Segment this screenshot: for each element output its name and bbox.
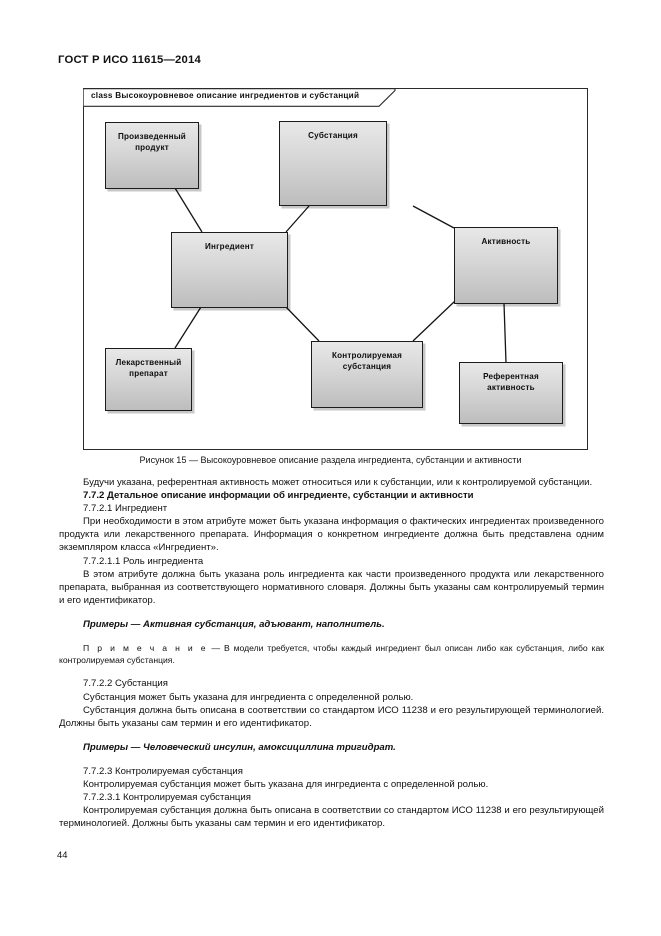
- note-ingredient-model: П р и м е ч а н и е — В модели требуется…: [59, 642, 604, 666]
- node-reference-activity-label: Референтная активность: [483, 372, 539, 392]
- heading-7-7-2-2: 7.7.2.2 Субстанция: [83, 678, 168, 690]
- node-reference-activity[interactable]: Референтная активность: [459, 362, 563, 424]
- page-number: 44: [57, 849, 68, 860]
- heading-7-7-2-3-1: 7.7.2.3.1 Контролируемая субстанция: [83, 792, 251, 804]
- node-substance-label: Субстанция: [308, 131, 358, 140]
- node-substance[interactable]: Субстанция: [279, 121, 387, 206]
- node-ingredient-label: Ингредиент: [205, 242, 254, 251]
- node-controlled-substance-label: Контролируемая субстанция: [331, 351, 403, 371]
- document-header-standard-id: ГОСТ Р ИСО 11615—2014: [58, 54, 201, 66]
- node-activity-label: Активность: [481, 237, 531, 246]
- node-manufactured-product[interactable]: Произведенный продукт: [105, 122, 199, 189]
- heading-7-7-2: 7.7.2 Детальное описание информации об и…: [83, 490, 474, 502]
- body-text: Будучи указана, референтная активность м…: [59, 476, 604, 830]
- figure-caption: Рисунок 15 — Высокоуровневое описание ра…: [139, 455, 522, 465]
- heading-7-7-2-1: 7.7.2.1 Ингредиент: [83, 503, 168, 515]
- figure-frame-tab: class Высокоуровневое описание ингредиен…: [83, 88, 396, 107]
- paragraph-reference-activity: Будучи указана, референтная активность м…: [83, 477, 593, 488]
- note-label: П р и м е ч а н и е: [83, 643, 208, 654]
- figure-frame-tab-label: class Высокоуровневое описание ингредиен…: [91, 91, 360, 100]
- paragraph-controlled-substance-iso-11238: Контролируемая субстанция должна быть оп…: [59, 805, 604, 830]
- node-controlled-substance[interactable]: Контролируемая субстанция: [311, 341, 423, 408]
- paragraph-controlled-substance-role: Контролируемая субстанция может быть ука…: [83, 779, 489, 790]
- paragraph-substance-role: Субстанция может быть указана для ингред…: [83, 691, 414, 703]
- node-medicinal-product[interactable]: Лекарственный препарат: [105, 348, 192, 411]
- example-substance: Примеры — Человеческий инсулин, амоксици…: [83, 741, 396, 753]
- node-manufactured-product-label: Произведенный продукт: [118, 132, 186, 152]
- node-activity[interactable]: Активность: [454, 227, 558, 304]
- note-text: — В модели требуется, чтобы каждый ингре…: [59, 643, 605, 666]
- heading-7-7-2-1-1: 7.7.2.1.1 Роль ингредиента: [83, 555, 204, 567]
- figure-15: class Высокоуровневое описание ингредиен…: [83, 88, 588, 450]
- paragraph-ingredient-role: В этом атрибуте должна быть указана роль…: [59, 568, 604, 606]
- node-ingredient[interactable]: Ингредиент: [171, 232, 288, 308]
- node-medicinal-product-label: Лекарственный препарат: [115, 358, 182, 378]
- example-ingredient-role: Примеры — Активная субстанция, адъювант,…: [83, 618, 385, 630]
- paragraph-substance-iso-11238: Субстанция должна быть описана в соответ…: [59, 704, 604, 729]
- heading-7-7-2-3: 7.7.2.3 Контролируемая субстанция: [83, 765, 243, 777]
- paragraph-ingredient-attribute: При необходимости в этом атрибуте может …: [59, 516, 604, 554]
